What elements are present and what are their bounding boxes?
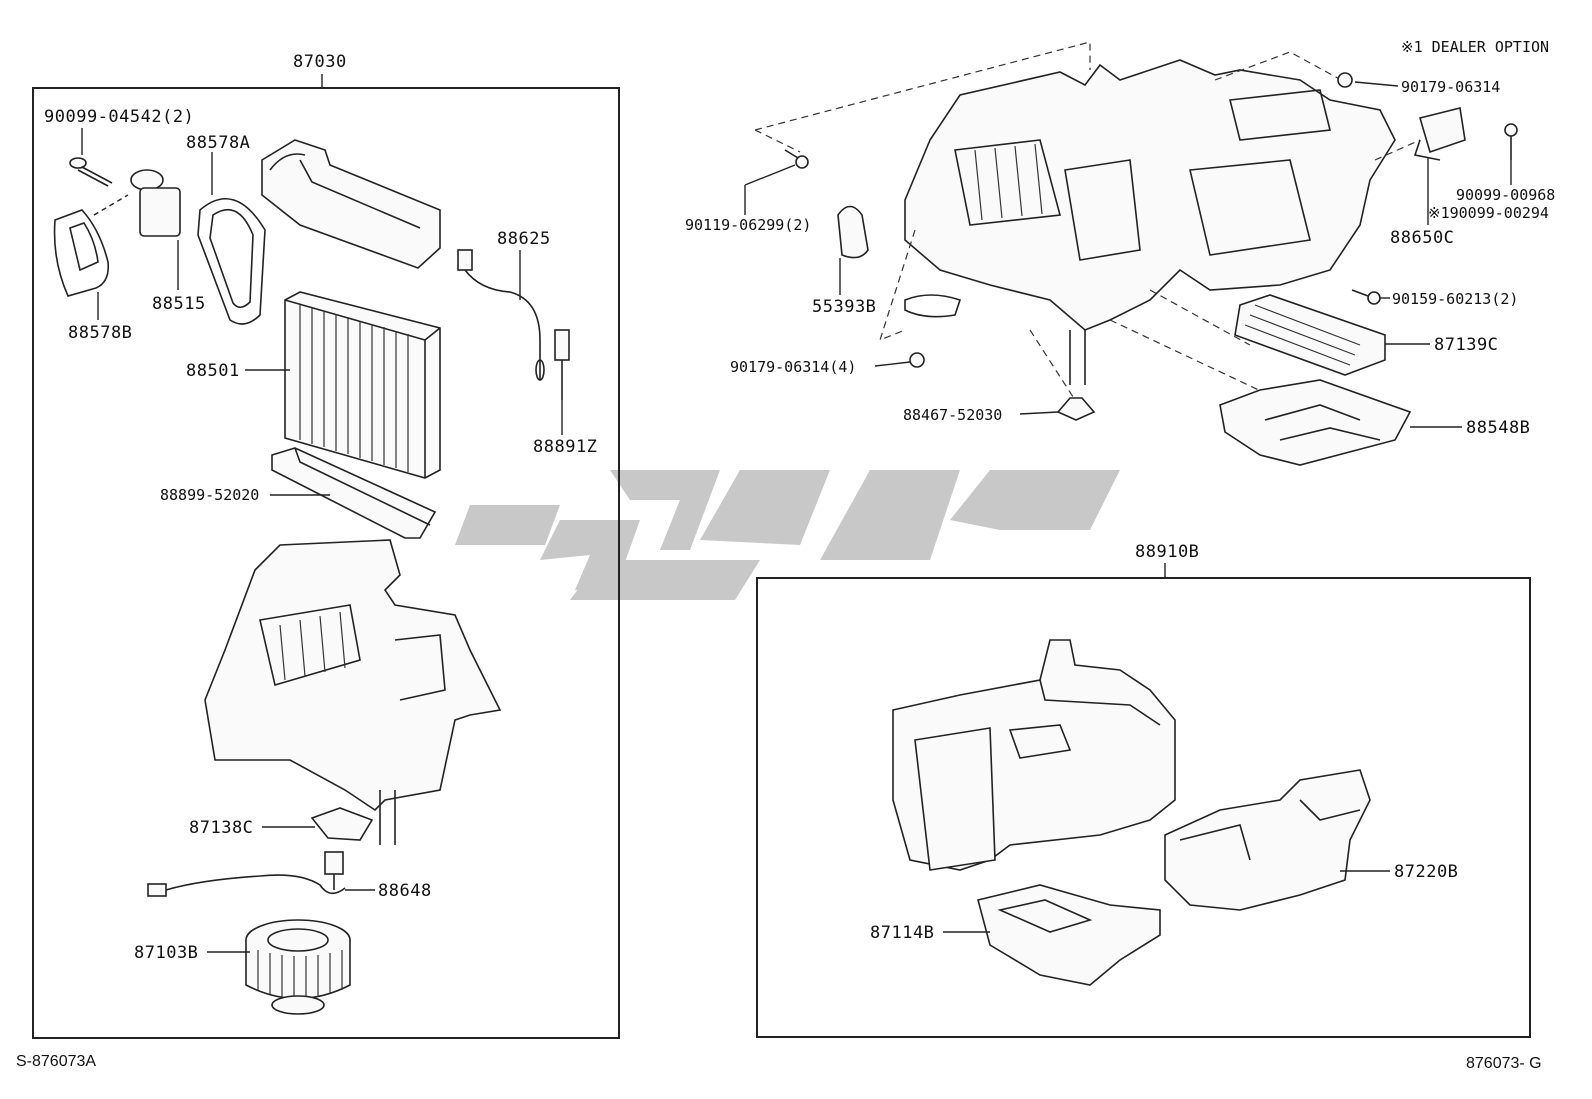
label-88578B: 88578B [68,323,132,343]
label-90099-04542: 90099-04542(2) [44,107,194,127]
label-90099-00968: 90099-00968 [1456,186,1555,204]
footer-code-right: 876073- G [1466,1055,1542,1072]
duct-icon [977,884,1161,986]
label-87114B: 87114B [870,923,934,943]
label-88501: 88501 [186,361,240,381]
hvac-unit-icon [904,59,1396,385]
screw-icon [1351,289,1381,305]
evaporator-icon [284,291,441,479]
label-88625: 88625 [497,229,551,249]
nut-icon [909,352,925,368]
label-88650C: 88650C [1390,228,1454,248]
bracket-icon [1219,379,1412,466]
label-87139C: 87139C [1434,335,1498,355]
blower-motor-icon [245,919,351,1015]
label-88467-52030: 88467-52030 [903,406,1002,424]
assembly-frame-left [32,87,620,1039]
label-88891Z: 88891Z [533,437,597,457]
label-88548B: 88548B [1466,418,1530,438]
air-filter-icon [1234,294,1386,376]
assembly-frame-right [756,577,1531,1038]
bolt-icon [784,149,809,169]
assembly-title-88910B: 88910B [1135,542,1199,562]
label-88578A: 88578A [186,133,250,153]
label-55393B: 55393B [812,297,876,317]
clip-icon [53,209,110,297]
expansion-pipe-icon [261,139,441,269]
label-87103B: 87103B [134,943,198,963]
module-icon [1413,107,1466,161]
label-90179-06314: 90179-06314 [1401,78,1500,96]
thermistor-icon [457,249,570,400]
nut-icon [1337,72,1353,88]
pad-icon [837,205,869,259]
label-87220B: 87220B [1394,862,1458,882]
label-88899-52020: 88899-52020 [160,486,259,504]
dealer-option-note: ※1 DEALER OPTION [1401,38,1549,56]
label-90159-60213: 90159-60213(2) [1392,290,1518,308]
screw-icon [1504,123,1518,160]
label-88515: 88515 [152,294,206,314]
grommet-icon [1056,397,1096,421]
drain-tray-icon [271,447,437,539]
sensor-icon [93,169,181,237]
label-90099-00294: ※190099-00294 [1428,204,1549,222]
label-87138C: 87138C [189,818,253,838]
screw-icon [69,157,113,187]
assembly-title-87030: 87030 [293,52,347,72]
blower-case-icon [204,539,502,845]
blower-housing-icon [1164,769,1371,911]
footer-code-left: S-876073A [16,1053,96,1070]
heater-case-icon [892,639,1176,871]
label-90179-06314-4: 90179-06314(4) [730,358,856,376]
watermark-logo [455,470,1120,600]
gasket-ring-icon [197,198,266,325]
resistor-icon [310,807,374,841]
label-90119-06299: 90119-06299(2) [685,216,811,234]
label-88648: 88648 [378,881,432,901]
wire-harness-icon [147,851,346,897]
